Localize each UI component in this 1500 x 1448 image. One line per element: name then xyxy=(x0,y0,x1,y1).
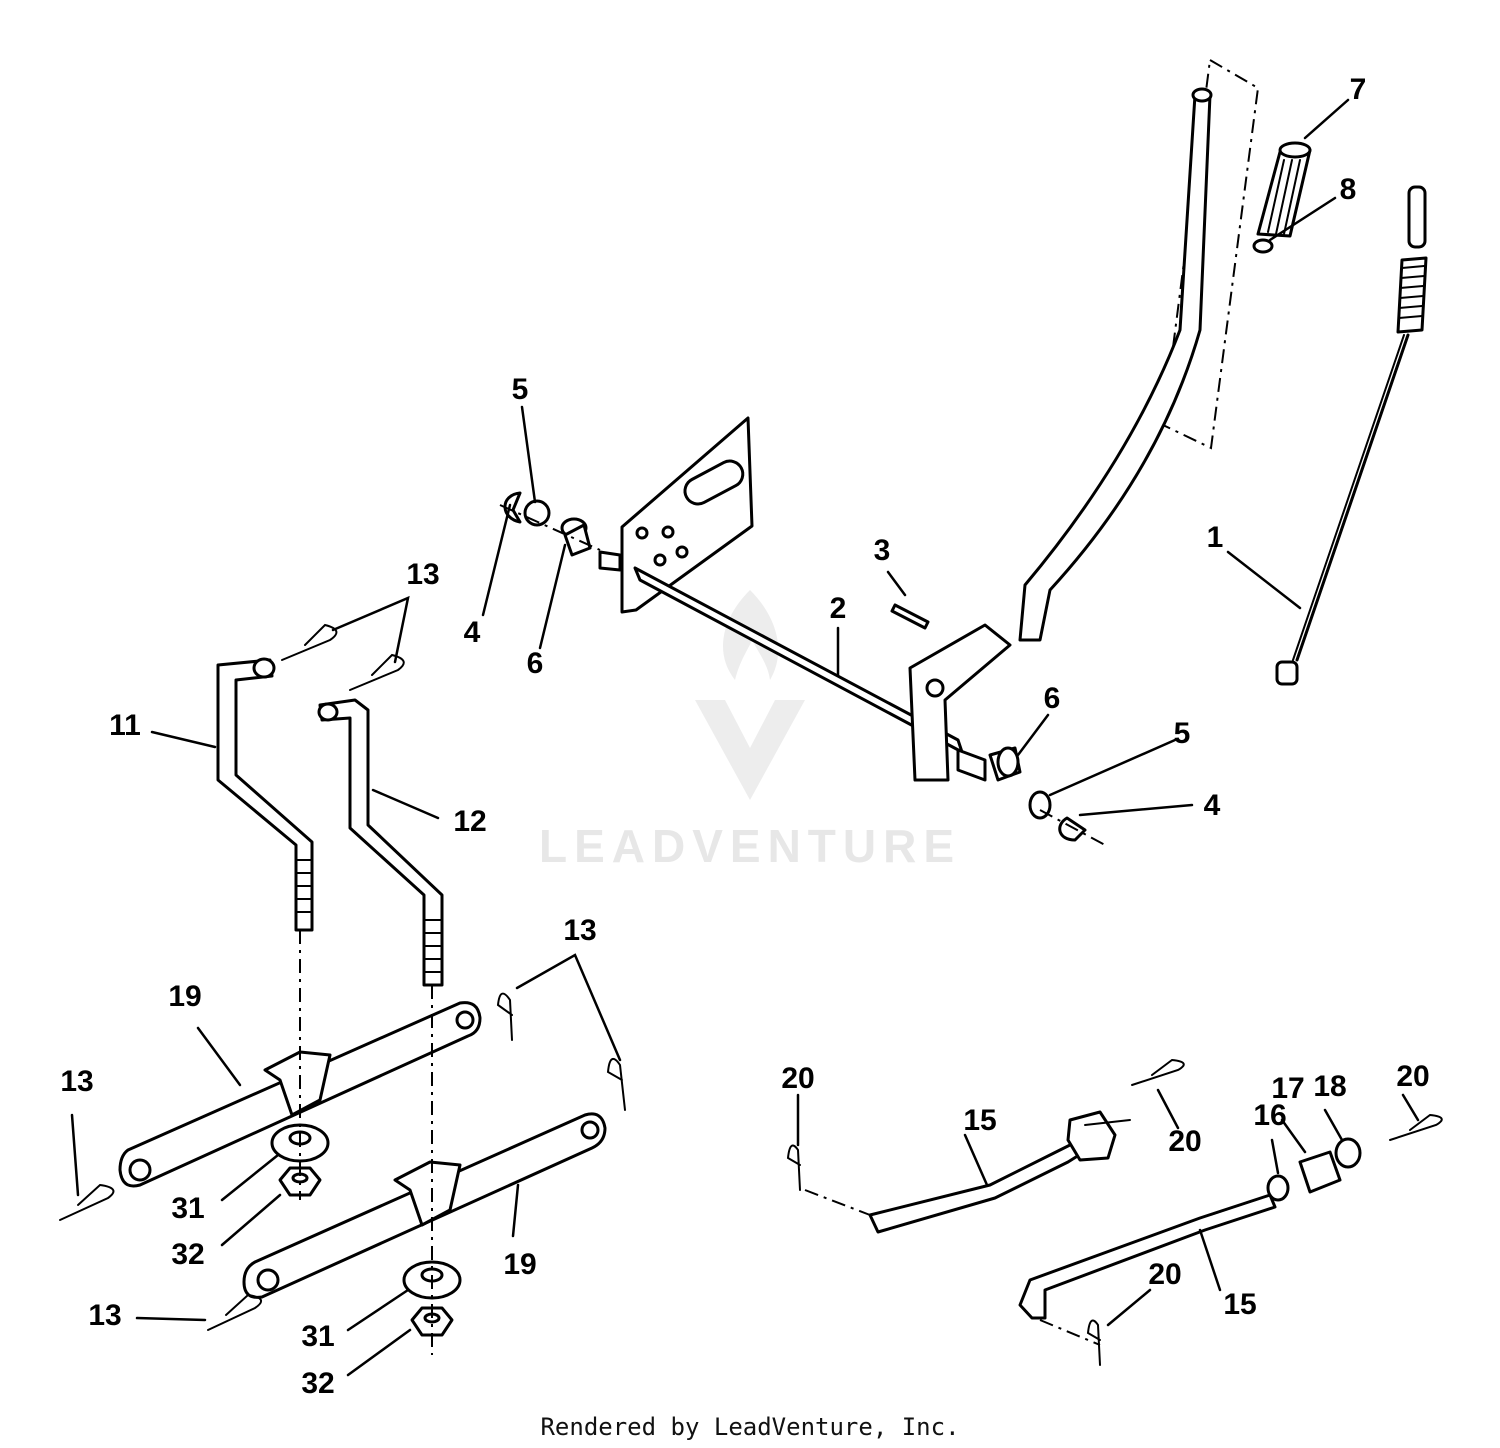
part-lift-arm-lower[interactable] xyxy=(242,1112,607,1299)
part-grip[interactable] xyxy=(1256,141,1312,238)
callout-32-lower: 32 xyxy=(301,1367,334,1400)
part-hairpin-20-3[interactable] xyxy=(1389,1113,1443,1141)
callout-8: 8 xyxy=(1340,173,1357,206)
part-lift-link-11[interactable] xyxy=(216,657,314,932)
part-shaft-assembly[interactable] xyxy=(598,416,1012,782)
callout-6-right: 6 xyxy=(1044,682,1061,715)
callout-13-right: 13 xyxy=(563,914,596,947)
part-hairpin-13-6[interactable] xyxy=(207,1293,263,1331)
part-bushing-6-left[interactable] xyxy=(560,517,592,557)
part-block-17[interactable] xyxy=(1298,1150,1342,1194)
callout-16: 16 xyxy=(1253,1099,1286,1132)
callout-12: 12 xyxy=(453,805,486,838)
callout-5-right: 5 xyxy=(1174,717,1191,750)
callout-13-top: 13 xyxy=(406,558,439,591)
part-hairpin-13-2[interactable] xyxy=(349,653,405,691)
part-nut-18[interactable] xyxy=(1334,1137,1362,1169)
callout-20-mid: 20 xyxy=(1168,1125,1201,1158)
centerline-shaft-left xyxy=(499,504,601,551)
callout-2: 2 xyxy=(830,592,847,625)
part-hairpin-20-1[interactable] xyxy=(786,1144,801,1191)
part-lift-arm-upper[interactable] xyxy=(118,1001,482,1188)
callout-15-lower: 15 xyxy=(1223,1288,1256,1321)
callout-13-left: 13 xyxy=(60,1065,93,1098)
callout-4-right: 4 xyxy=(1204,789,1221,822)
part-bushing-6-right[interactable] xyxy=(988,746,1022,782)
centerline-rod-right xyxy=(1039,1319,1101,1346)
part-hairpin-13-5[interactable] xyxy=(59,1183,115,1221)
part-rod-15-lower[interactable] xyxy=(1018,1193,1277,1320)
part-cable[interactable] xyxy=(1275,185,1428,686)
part-lift-link-12[interactable] xyxy=(317,698,444,987)
centerline-cable-left xyxy=(804,1189,871,1216)
callout-31-lower: 31 xyxy=(301,1320,334,1353)
callout-20-bottom: 20 xyxy=(1148,1258,1181,1291)
callout-5-left: 5 xyxy=(512,373,529,406)
callout-18: 18 xyxy=(1313,1070,1346,1103)
watermark-text: LEADVENTURE xyxy=(539,820,961,872)
lever-extension-outline xyxy=(1161,58,1260,450)
callout-15-upper: 15 xyxy=(963,1104,996,1137)
part-hairpin-13-4[interactable] xyxy=(606,1057,626,1111)
part-hairpin-20-4[interactable] xyxy=(1086,1319,1101,1366)
callout-6-left: 6 xyxy=(527,647,544,680)
callout-17: 17 xyxy=(1271,1072,1304,1105)
callout-20-right: 20 xyxy=(1396,1060,1429,1093)
part-rod-15-upper[interactable] xyxy=(868,1110,1131,1234)
part-nut-16[interactable] xyxy=(1266,1174,1290,1202)
callout-13-bottom: 13 xyxy=(88,1299,121,1332)
part-nut-8[interactable] xyxy=(1252,238,1274,254)
callout-labels: 1 2 3 4 4 5 5 6 6 7 8 11 12 13 13 13 13 … xyxy=(60,73,1429,1400)
part-hairpin-13-1[interactable] xyxy=(281,623,338,661)
callout-3: 3 xyxy=(874,534,891,567)
callout-20-left: 20 xyxy=(781,1062,814,1095)
part-lever[interactable] xyxy=(1018,87,1213,642)
footer-credit: Rendered by LeadVenture, Inc. xyxy=(540,1413,960,1441)
part-roll-pin[interactable] xyxy=(890,603,930,630)
part-hairpin-13-3[interactable] xyxy=(496,992,513,1041)
leader-lines xyxy=(70,98,1420,1377)
part-hairpin-20-2[interactable] xyxy=(1131,1058,1185,1086)
part-washer-5-right[interactable] xyxy=(1028,790,1052,820)
callout-7: 7 xyxy=(1350,73,1367,106)
watermark-logo-icon xyxy=(695,700,805,800)
callout-31-upper: 31 xyxy=(171,1192,204,1225)
callout-19-upper: 19 xyxy=(168,980,201,1013)
part-clip-4-right[interactable] xyxy=(1058,816,1087,842)
callout-11: 11 xyxy=(109,709,141,742)
callout-32-upper: 32 xyxy=(171,1238,204,1271)
centerline-shaft-right xyxy=(1039,809,1106,846)
callout-4-left: 4 xyxy=(464,616,481,649)
callout-1: 1 xyxy=(1207,521,1224,554)
callout-19-lower: 19 xyxy=(503,1248,536,1281)
